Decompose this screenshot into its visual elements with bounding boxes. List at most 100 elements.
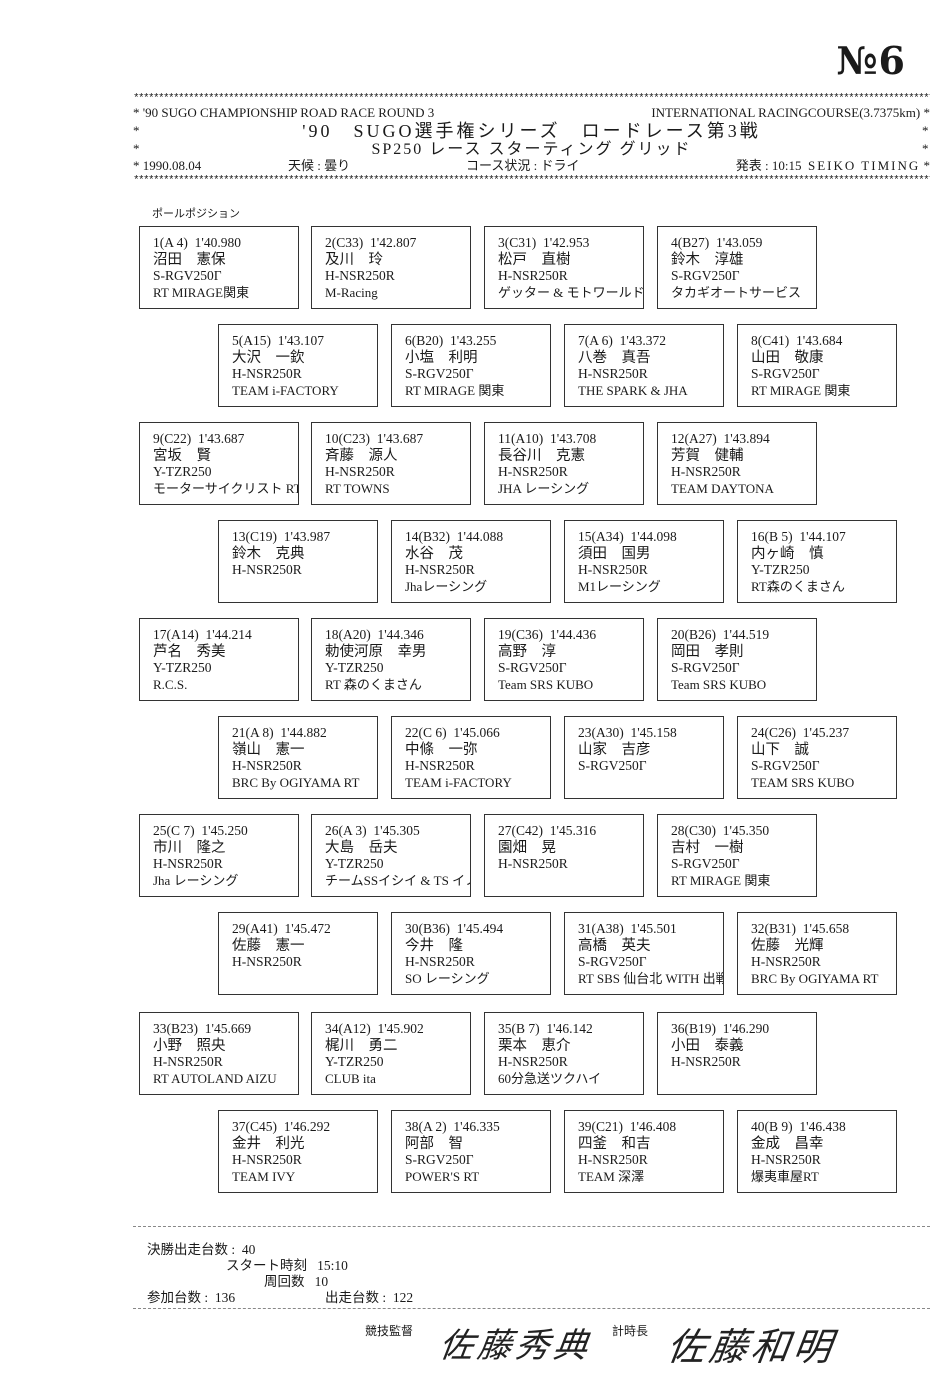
rider-name: 勅使河原 幸男 [325,643,427,660]
machine: H-NSR250R [751,954,821,969]
team-name: RT MIRAGE 関東 [671,872,771,888]
qualifying-time: 1'45.350 [722,823,770,838]
car-number: C23 [343,431,366,446]
grid-position: 23 [578,725,592,740]
qualifying-time: 1'45.494 [456,921,504,936]
car-number: B27 [682,235,705,250]
qualifying-time: 1'42.953 [543,235,590,250]
qualifying-time: 1'45.250 [201,823,248,838]
machine: H-NSR250R [405,758,475,773]
car-number: A20 [343,627,367,642]
car-number: B31 [769,921,792,936]
rider-name: 須田 国男 [578,545,651,562]
track-condition: コース状況 : ドライ [466,158,580,173]
grid-position: 40 [751,1119,765,1134]
grid-position: 32 [751,921,765,936]
car-number: B26 [689,627,712,642]
rider-name: 芳賀 健輔 [671,447,744,464]
slot-header: 34(A12) 1'45.902 [325,1021,424,1036]
qualifying-time: 1'45.066 [453,725,500,740]
event-subtitle: SP250 レース スターティング グリッド [371,141,692,158]
qualifying-time: 1'43.687 [376,431,424,446]
rider-name: 高野 淳 [498,643,556,660]
grid-position: 21 [232,725,246,740]
slot-header: 36(B19) 1'46.290 [671,1021,770,1036]
timekeeper-label: 計時長 [612,1324,649,1338]
slot-header: 16(B 5) 1'44.107 [751,529,846,544]
slot-header: 27(C42) 1'45.316 [498,823,597,838]
rider-name: 大沢 一欽 [232,349,305,366]
steward-signature: 佐藤秀典 [436,1326,595,1366]
grid-position: 11 [498,431,511,446]
machine: H-NSR250R [232,366,302,381]
machine: Y-TZR250 [751,562,810,577]
event-title: '90 SUGO選手権シリーズ ロードレース第3戦 [302,121,761,141]
start-time-label: スタート時刻 [226,1258,307,1273]
rider-name: 吉村 一樹 [671,839,744,856]
team-name: Jhaレーシング [405,578,488,594]
slot-header: 28(C30) 1'45.350 [671,823,770,838]
qualifying-time: 1'43.372 [619,333,666,348]
car-number: B 9 [769,1119,789,1134]
car-number: B23 [171,1021,194,1036]
border-mark: * [922,123,929,138]
car-number: C19 [250,529,273,544]
qualifying-time: 1'40.980 [194,235,241,250]
slot-header: 21(A 8) 1'44.882 [232,725,327,740]
grid-position: 4 [671,235,678,250]
grid-position: 38 [405,1119,419,1134]
qualifying-time: 1'44.519 [722,627,770,642]
slot-header: 8(C41) 1'43.684 [751,333,843,348]
qualifying-time: 1'46.335 [453,1119,500,1134]
qualifying-time: 1'45.501 [630,921,677,936]
finalists-value: 40 [241,1242,256,1257]
rider-name: 山家 吉彦 [578,741,651,758]
machine: S-RGV250Γ [751,366,820,381]
machine: Y-TZR250 [325,660,384,675]
qualifying-time: 1'44.346 [377,627,424,642]
divider [133,1226,930,1227]
grid-position: 37 [232,1119,246,1134]
rider-name: 大島 岳夫 [325,839,398,856]
qualifying-time: 1'44.882 [280,725,327,740]
machine: S-RGV250Γ [671,268,740,283]
qualifying-time: 1'45.902 [377,1021,424,1036]
car-number: A14 [171,627,195,642]
rider-name: 内ヶ崎 慎 [751,545,824,562]
rider-name: 金井 利光 [232,1135,305,1152]
qualifying-time: 1'43.894 [723,431,770,446]
machine: H-NSR250R [498,268,568,283]
car-number: A10 [515,431,539,446]
grid-position: 17 [153,627,167,642]
machine: H-NSR250R [405,562,475,577]
grid-position: 39 [578,1119,592,1134]
rider-name: 小田 泰義 [671,1037,744,1054]
slot-header: 10(C23) 1'43.687 [325,431,424,446]
team-name: R.C.S. [153,676,188,692]
team-name: RT森のくまさん [751,578,845,594]
car-number: B36 [423,921,446,936]
car-number: A38 [596,921,620,936]
rider-name: 水谷 茂 [405,545,463,562]
grid-position: 19 [498,627,512,642]
slot-header: 39(C21) 1'46.408 [578,1119,677,1134]
rider-name: 沼田 憲保 [153,251,226,268]
team-name: RT SBS 仙台北 WITH 出戦ｮ [578,970,724,986]
machine: S-RGV250Γ [578,758,647,773]
finalists-label: 決勝出走台数 : [147,1242,236,1257]
qualifying-time: 1'43.708 [550,431,597,446]
qualifying-time: 1'43.684 [796,333,843,348]
car-number: C42 [516,823,539,838]
rider-name: 小野 照央 [153,1037,226,1054]
qualifying-time: 1'46.290 [722,1021,770,1036]
slot-header: 11(A10) 1'43.708 [498,431,597,446]
